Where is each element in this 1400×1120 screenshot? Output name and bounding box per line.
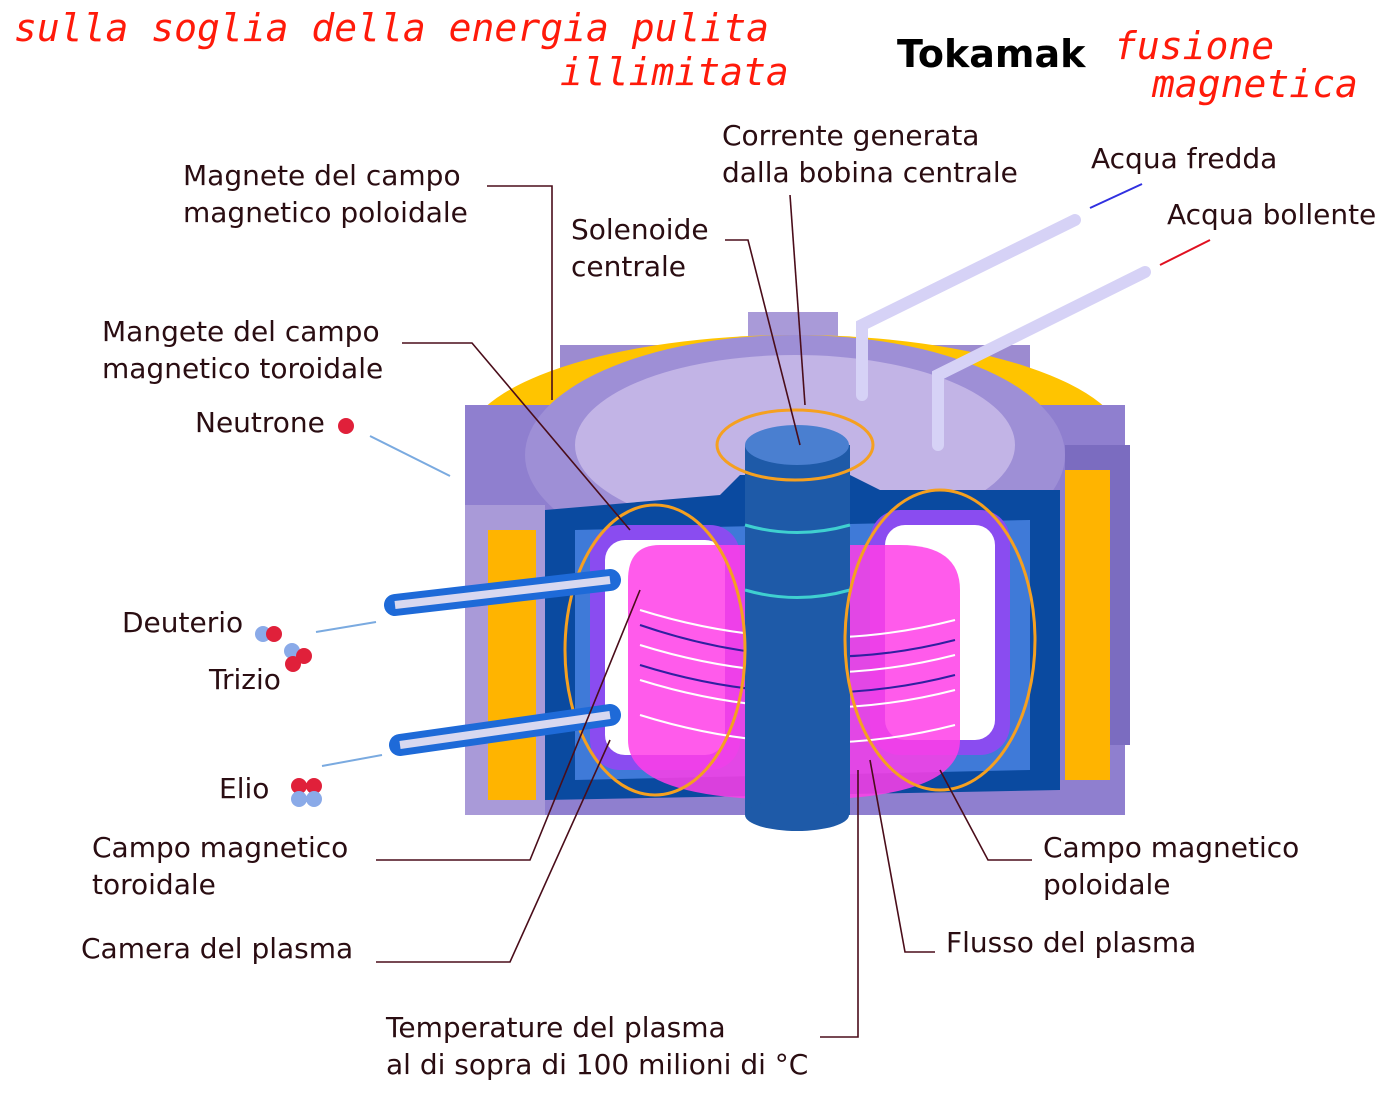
subtitle-line1: fusione bbox=[1114, 24, 1275, 68]
label-line: Magnete del campo bbox=[183, 159, 461, 192]
label-temperature: Temperature del plasma al di sopra di 100… bbox=[386, 1009, 808, 1083]
label-hot-water: Acqua bollente bbox=[1167, 198, 1377, 231]
label-line: Temperature del plasma bbox=[386, 1011, 726, 1044]
label-line: Campo magnetico bbox=[92, 831, 349, 864]
label-plasma-chamber: Camera del plasma bbox=[81, 932, 354, 965]
label-current: Corrente generata dalla bobina centrale bbox=[722, 117, 1018, 191]
diagram-title: Tokamak bbox=[897, 32, 1086, 76]
label-toroidal-field: Campo magnetico toroidale bbox=[92, 829, 348, 903]
label-line: dalla bobina centrale bbox=[722, 156, 1018, 189]
central-solenoid bbox=[715, 408, 875, 831]
tagline-line1: sulla soglia della energia pulita bbox=[14, 6, 769, 50]
label-line: magnetico toroidale bbox=[102, 352, 384, 385]
label-line: toroidale bbox=[92, 868, 216, 901]
label-neutron: Neutrone bbox=[195, 406, 325, 439]
label-line: centrale bbox=[571, 250, 687, 283]
label-helium: Elio bbox=[219, 772, 270, 805]
subtitle-line2: magnetica bbox=[1152, 62, 1358, 106]
label-tritium: Trizio bbox=[209, 663, 281, 696]
label-plasma-flow: Flusso del plasma bbox=[946, 926, 1197, 959]
label-line: al di sopra di 100 milioni di °C bbox=[386, 1048, 809, 1081]
label-line: Campo magnetico bbox=[1043, 831, 1300, 864]
label-toroidal-magnet: Mangete del campo magnetico toroidale bbox=[102, 313, 383, 387]
poloidal-field-lines bbox=[563, 488, 1037, 797]
label-poloidal-magnet: Magnete del campo magnetico poloidale bbox=[183, 157, 468, 231]
label-line: Mangete del campo bbox=[102, 315, 380, 348]
label-cold-water: Acqua fredda bbox=[1091, 142, 1278, 175]
label-solenoid: Solenoide centrale bbox=[571, 211, 709, 285]
label-line: Corrente generata bbox=[722, 119, 980, 152]
label-deuterium: Deuterio bbox=[122, 606, 244, 639]
water-pipes bbox=[856, 214, 1151, 451]
label-poloidal-field: Campo magnetico poloidale bbox=[1043, 829, 1299, 903]
tagline-line2: illimitata bbox=[560, 50, 789, 94]
label-line: poloidale bbox=[1043, 868, 1171, 901]
label-line: Solenoide bbox=[571, 213, 709, 246]
flow-arrows bbox=[315, 183, 1211, 767]
particles bbox=[255, 418, 354, 807]
leader-lines bbox=[376, 185, 1032, 1038]
label-line: magnetico poloidale bbox=[183, 196, 468, 229]
fuel-pipes bbox=[384, 569, 621, 756]
